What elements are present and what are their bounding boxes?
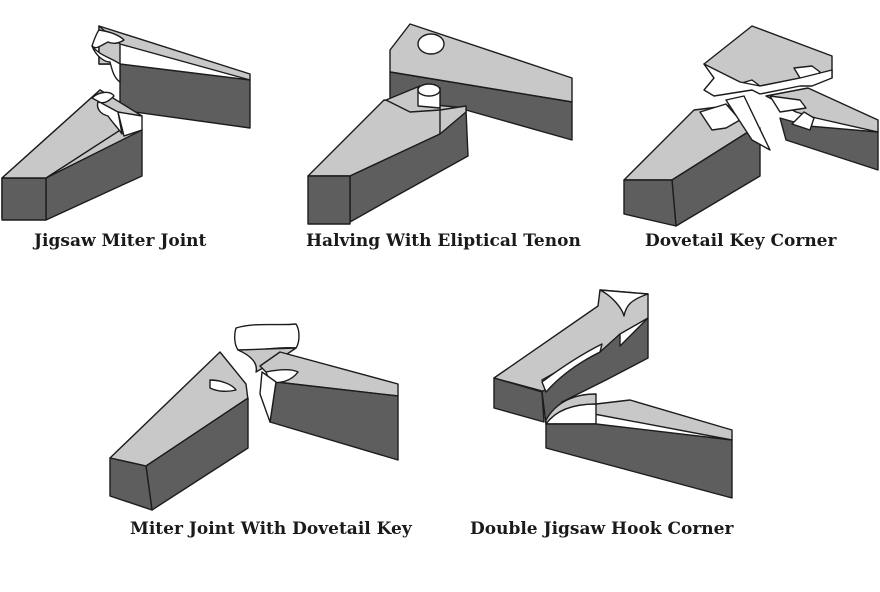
jigsaw-upper-beam [91, 25, 251, 129]
jigsaw-lower-beam [1, 89, 143, 221]
miter-left-beam [109, 351, 249, 511]
caption-halving-eliptical-tenon: Halving With Eliptical Tenon [306, 231, 581, 251]
hook-lower-beam [545, 393, 733, 499]
double-jigsaw-hook-illustration [493, 289, 733, 499]
dovetail-key-piece [703, 25, 833, 97]
caption-miter-dovetail-key: Miter Joint With Dovetail Key [130, 519, 412, 539]
caption-jigsaw-miter-joint: Jigsaw Miter Joint [34, 231, 207, 251]
dovetail-key-corner-illustration [623, 25, 879, 227]
dovetail-left-beam [623, 95, 771, 227]
miter-dovetail-key-illustration [109, 323, 399, 511]
hook-upper-beam [493, 289, 649, 425]
halving-eliptical-tenon-illustration [307, 23, 573, 225]
miter-right-beam [259, 351, 399, 461]
caption-double-jigsaw-hook-corner: Double Jigsaw Hook Corner [470, 519, 734, 539]
jigsaw-miter-joint-illustration [1, 25, 251, 221]
halving-lower-beam [307, 83, 469, 225]
caption-dovetail-key-corner: Dovetail Key Corner [645, 231, 837, 251]
dovetail-right-beam [765, 87, 879, 171]
